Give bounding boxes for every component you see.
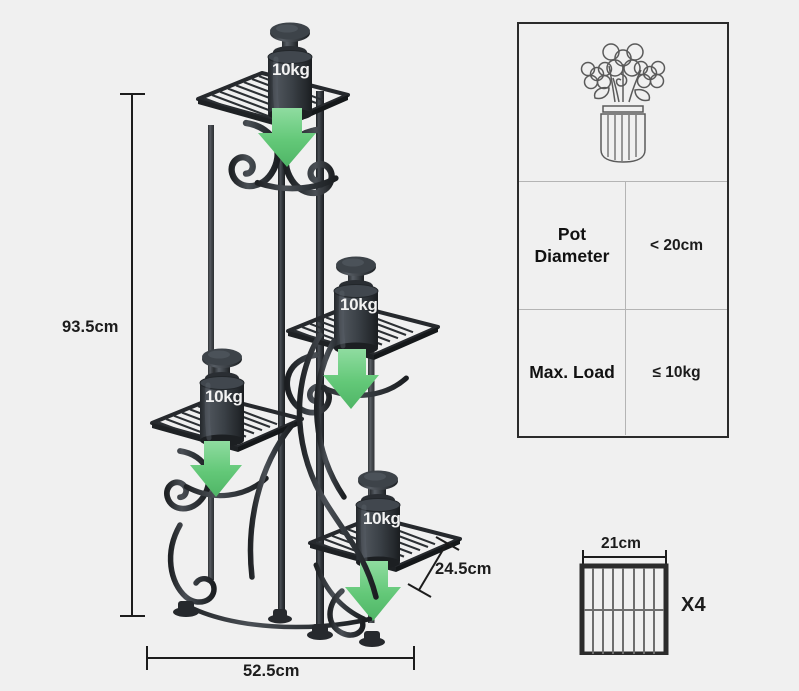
pot-diameter-label-line2: Diameter bbox=[534, 245, 610, 266]
depth-dimension-line bbox=[418, 542, 448, 591]
height-dimension-label: 93.5cm bbox=[62, 318, 119, 336]
spec-table-icon-row bbox=[519, 24, 727, 182]
scroll-ornament-tier-2 bbox=[287, 355, 409, 413]
spec-table-row-max-load: Max. Load ≤ 10kg bbox=[519, 310, 727, 435]
depth-dimension-label: 24.5cm bbox=[435, 560, 492, 578]
max-load-label: Max. Load bbox=[519, 310, 626, 435]
scroll-ornament-tier-1 bbox=[232, 123, 339, 193]
stand-base bbox=[167, 522, 385, 647]
pot-diameter-label-line1: Pot bbox=[557, 224, 587, 245]
panel-width-label: 21cm bbox=[601, 535, 642, 552]
max-load-value: ≤ 10kg bbox=[652, 363, 701, 381]
stand-side-rails bbox=[247, 332, 379, 600]
plant-stand-illustration bbox=[150, 5, 462, 647]
spec-table-row-pot-diameter: Pot Diameter < 20cm bbox=[519, 182, 727, 310]
pot-diameter-label: Pot Diameter bbox=[519, 182, 626, 309]
load-arrow-tier-1 bbox=[258, 108, 316, 167]
flower-vase-icon bbox=[580, 42, 666, 163]
panel-quantity-label: X4 bbox=[681, 594, 706, 616]
specification-table: Pot Diameter < 20cm Max. Load ≤ 10kg bbox=[517, 22, 729, 438]
width-dimension-label: 52.5cm bbox=[243, 662, 300, 680]
pot-diameter-value: < 20cm bbox=[649, 236, 703, 254]
load-arrow-tier-3 bbox=[190, 441, 242, 497]
load-arrow-tier-2 bbox=[323, 349, 379, 409]
shelf-panel-detail bbox=[579, 563, 669, 655]
